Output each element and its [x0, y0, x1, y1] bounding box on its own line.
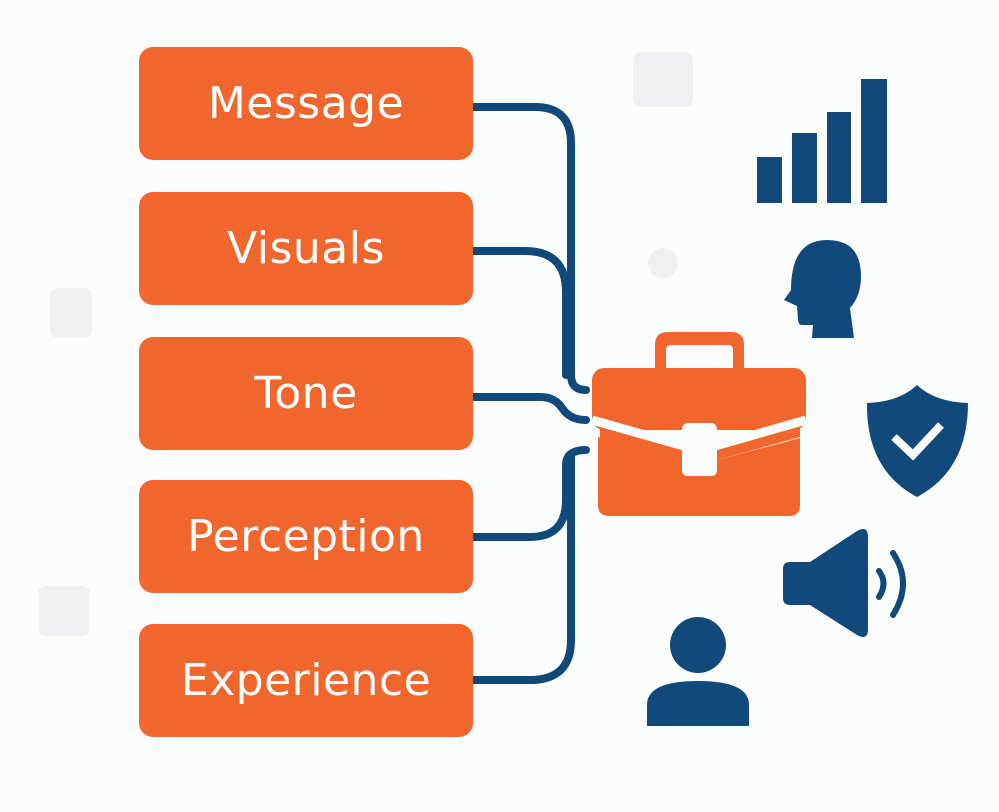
- connector-tone: [469, 393, 590, 424]
- connector-experience: [469, 451, 575, 684]
- user-icon: [647, 617, 749, 726]
- decorative-dot: [648, 248, 678, 278]
- node-label: Experience: [180, 655, 432, 706]
- bar-chart-icon: [757, 79, 887, 203]
- node-label: Visuals: [227, 223, 385, 274]
- briefcase-icon: [590, 332, 808, 516]
- node-label: Tone: [254, 368, 358, 419]
- decorative-square: [38, 586, 90, 636]
- node-label: Message: [207, 78, 405, 129]
- node-experience: Experience: [139, 624, 473, 737]
- shield-check-icon: [866, 385, 968, 497]
- node-tone: Tone: [139, 337, 473, 450]
- node-label: Perception: [187, 511, 425, 562]
- node-message: Message: [139, 47, 473, 160]
- connector-perception: [469, 446, 590, 541]
- connector-visuals: [469, 247, 570, 379]
- connector-message: [469, 103, 590, 394]
- decorative-square: [633, 52, 693, 107]
- decorative-square: [50, 288, 92, 338]
- node-visuals: Visuals: [139, 192, 473, 305]
- node-perception: Perception: [139, 480, 473, 593]
- head-profile-icon: [784, 240, 861, 338]
- speaker-icon: [783, 529, 906, 637]
